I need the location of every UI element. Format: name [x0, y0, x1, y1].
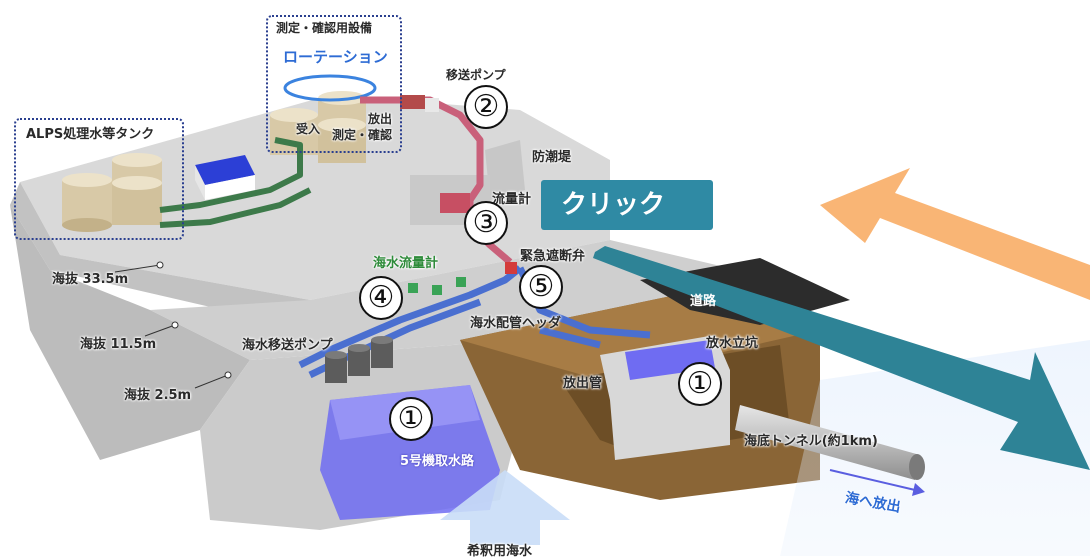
measure-confirm-label: 測定・確認 [332, 128, 393, 142]
undersea-tunnel [735, 405, 920, 480]
marker-2: ② [464, 85, 508, 129]
measurement-facility-box [266, 15, 402, 153]
seawater-header-label: 海水配管ヘッダ [470, 316, 562, 331]
seawall-label: 防潮堤 [532, 150, 572, 165]
emergency-valve-label: 緊急遮断弁 [520, 249, 586, 264]
transfer-pump-box [400, 95, 425, 109]
transfer-pump-label: 移送ポンプ [446, 68, 506, 82]
marker-5: ⑤ [519, 265, 563, 309]
to-sea-arrowhead [912, 483, 925, 496]
receive-label: 受入 [296, 122, 321, 136]
tunnel-label: 海底トンネル(約1km) [744, 434, 878, 449]
seawater-pumps [325, 336, 393, 383]
alps-tanks-box [14, 118, 184, 240]
alps-tanks [62, 153, 162, 232]
seawater-flowmeter-box [408, 283, 418, 293]
discharge-shaft-label: 放水立坑 [706, 336, 759, 351]
alps-tanks-label: ALPS処理水等タンク [26, 127, 155, 142]
click-button[interactable]: クリック [541, 180, 713, 230]
upper-plateau [20, 95, 610, 300]
seawater-pump-label: 海水移送ポンプ [242, 338, 333, 353]
building [195, 155, 255, 185]
elevation-2-5-label: 海抜 2.5m [124, 388, 192, 403]
intake-label: 5号機取水路 [400, 454, 475, 469]
elevation-11-5-label: 海抜 11.5m [80, 337, 157, 352]
discharge-pipe-label: 放出管 [563, 376, 603, 391]
green-pipe [159, 137, 303, 213]
rotation-ellipse [283, 74, 377, 102]
flowmeter-label: 流量計 [492, 192, 532, 207]
road-label: 道路 [690, 294, 717, 309]
release-label: 放出 [368, 112, 393, 126]
flowmeter-box [440, 193, 470, 213]
measurement-facility-label: 測定・確認用設備 [276, 21, 373, 35]
marker-1-shaft: ① [678, 362, 722, 406]
dilution-arrow [440, 470, 570, 545]
marker-1-intake: ① [389, 397, 433, 441]
rotation-label: ローテーション [283, 48, 388, 66]
to-sea-arrow [829, 469, 916, 491]
orange-arrow [820, 168, 1090, 300]
emergency-valve-box [505, 262, 517, 274]
elevation-33-5-label: 海抜 33.5m [52, 272, 129, 287]
dilution-water-label: 希釈用海水 [467, 544, 533, 559]
terrace-slope [10, 205, 250, 460]
seawater-flowmeter-label: 海水流量計 [373, 256, 439, 271]
plateau-front-face [10, 182, 310, 330]
blue-seawater-pipe [298, 265, 523, 369]
marker-3: ③ [464, 201, 508, 245]
teal-arrow [593, 246, 1090, 470]
tunnel-end [909, 454, 925, 480]
marker-4: ④ [359, 276, 403, 320]
seawall [485, 140, 525, 200]
